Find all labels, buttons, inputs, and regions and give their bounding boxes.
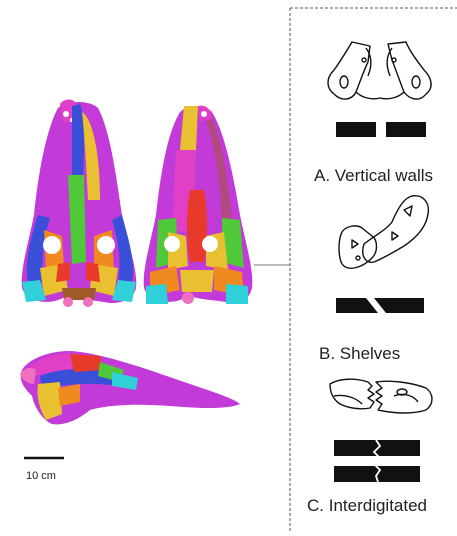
vertical-wall-block-left <box>336 122 376 137</box>
vertical-wall-suture-icon <box>328 42 431 99</box>
suture-label-vertical-walls: A. Vertical walls <box>314 166 433 186</box>
shelf-block-right <box>374 298 424 313</box>
suture-label-interdigitated: C. Interdigitated <box>307 496 427 516</box>
skull-dorsal-icon <box>22 100 137 308</box>
shelf-suture-icon <box>339 196 428 269</box>
vertical-wall-block-right <box>386 122 426 137</box>
shelf-block-left <box>336 298 378 313</box>
skull-ventral-icon <box>144 106 253 304</box>
interdigitated-suture-icon <box>330 379 432 413</box>
suture-label-shelves: B. Shelves <box>319 344 400 364</box>
scale-bar-label: 10 cm <box>26 470 56 482</box>
skull-lateral-icon <box>20 351 240 424</box>
